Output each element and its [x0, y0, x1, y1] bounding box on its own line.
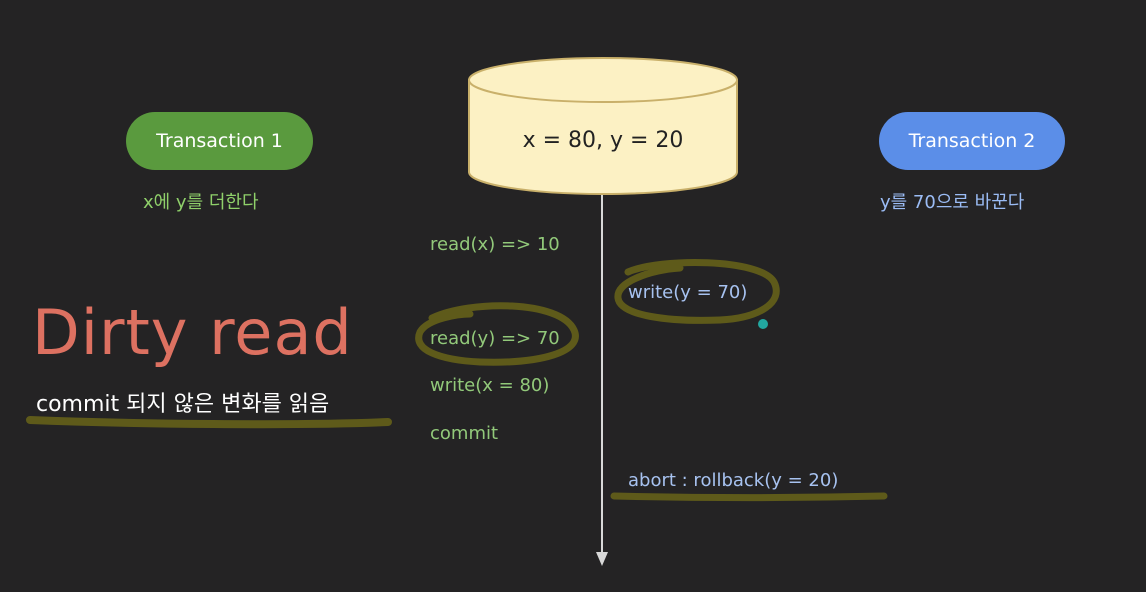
t1-op-commit: commit [430, 423, 499, 444]
t2-op-abort-rollback: abort : rollback(y = 20) [628, 470, 839, 491]
timeline-arrowhead [596, 552, 608, 566]
transaction-2-badge: Transaction 2 [879, 112, 1065, 170]
concept-subtitle: commit 되지 않은 변화를 읽음 [36, 392, 330, 417]
cursor-dot [758, 319, 768, 329]
transaction-2-description: y를 70으로 바꾼다 [880, 192, 1025, 213]
transaction-2-label: Transaction 2 [908, 130, 1036, 152]
database-state: x = 80, y = 20 [522, 128, 684, 153]
transaction-1-badge: Transaction 1 [126, 112, 313, 170]
transaction-1-label: Transaction 1 [156, 130, 283, 152]
concept-title: Dirty read [32, 296, 353, 369]
t1-op-read-y: read(y) => 70 [430, 328, 560, 349]
transaction-1-description: x에 y를 더한다 [143, 192, 259, 213]
t2-op-write-y: write(y = 70) [628, 282, 748, 303]
t1-op-read-x: read(x) => 10 [430, 234, 560, 255]
highlight-circle-read-y [415, 302, 579, 366]
highlight-circle-write-y [614, 259, 780, 324]
t1-op-write-x: write(x = 80) [430, 375, 550, 396]
underline-abort [610, 492, 888, 501]
database-cylinder [468, 57, 738, 195]
underline-subtitle [26, 416, 392, 429]
